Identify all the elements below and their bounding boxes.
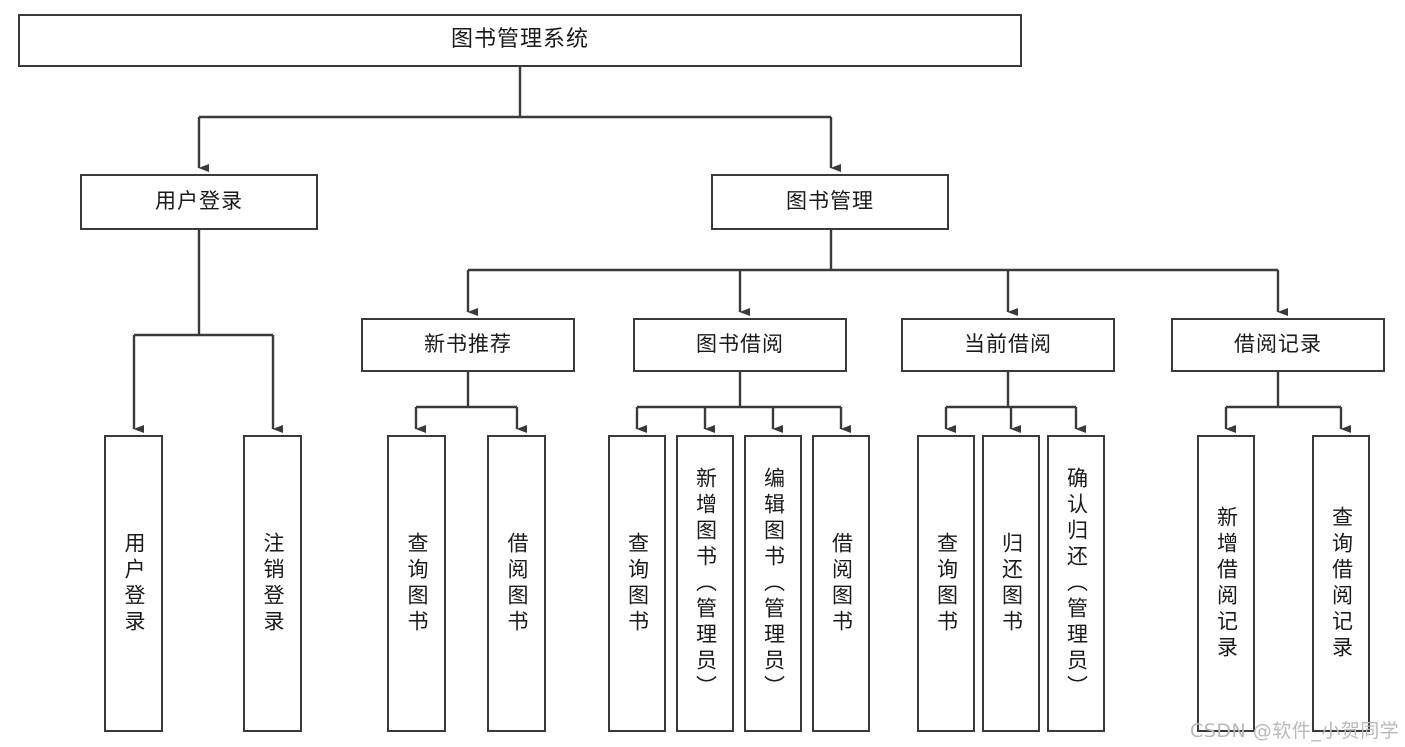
node-new-book-rec-label: 新书推荐 xyxy=(424,332,512,357)
node-book-manage-label: 图书管理 xyxy=(786,189,874,214)
leaf-borrow-book-1-label: 借阅图书 xyxy=(505,531,529,636)
leaf-add-book[interactable]: 新增图书（管理员） xyxy=(676,435,734,732)
leaf-query-book-3[interactable]: 查询图书 xyxy=(917,435,975,732)
leaf-query-book-1-label: 查询图书 xyxy=(405,531,429,636)
leaf-query-book-1[interactable]: 查询图书 xyxy=(387,435,446,732)
leaf-borrow-book-2-label: 借阅图书 xyxy=(829,531,854,636)
leaf-query-book-3-label: 查询图书 xyxy=(934,531,959,636)
leaf-user-login[interactable]: 用户登录 xyxy=(104,435,163,732)
node-borrow-record[interactable]: 借阅记录 xyxy=(1171,318,1385,372)
leaf-logout[interactable]: 注销登录 xyxy=(243,435,302,732)
leaf-query-book-2[interactable]: 查询图书 xyxy=(608,435,666,732)
node-user-login-label: 用户登录 xyxy=(155,189,243,214)
leaf-query-record-label: 查询借阅记录 xyxy=(1329,505,1354,662)
leaf-return-book-label: 归还图书 xyxy=(999,531,1024,636)
leaf-return-book[interactable]: 归还图书 xyxy=(982,435,1040,732)
node-book-borrow-label: 图书借阅 xyxy=(696,332,784,357)
node-root[interactable]: 图书管理系统 xyxy=(18,14,1022,67)
leaf-add-record-label: 新增借阅记录 xyxy=(1214,505,1239,662)
node-borrow-record-label: 借阅记录 xyxy=(1234,332,1322,357)
leaf-confirm-return[interactable]: 确认归还（管理员） xyxy=(1047,435,1105,732)
leaf-add-record[interactable]: 新增借阅记录 xyxy=(1197,435,1255,732)
leaf-confirm-return-label: 确认归还（管理员） xyxy=(1064,466,1089,701)
leaf-logout-label: 注销登录 xyxy=(261,531,285,636)
csdn-watermark: CSDN @软件_小贺同学 xyxy=(1190,720,1400,742)
leaf-query-book-2-label: 查询图书 xyxy=(625,531,650,636)
node-book-borrow[interactable]: 图书借阅 xyxy=(633,318,847,372)
leaf-borrow-book-2[interactable]: 借阅图书 xyxy=(812,435,870,732)
node-book-manage[interactable]: 图书管理 xyxy=(711,174,949,230)
leaf-add-book-label: 新增图书（管理员） xyxy=(693,466,718,701)
leaf-edit-book-label: 编辑图书（管理员） xyxy=(761,466,786,701)
node-user-login[interactable]: 用户登录 xyxy=(80,174,318,230)
node-current-borrow[interactable]: 当前借阅 xyxy=(901,318,1115,372)
leaf-user-login-label: 用户登录 xyxy=(122,531,146,636)
node-new-book-rec[interactable]: 新书推荐 xyxy=(361,318,575,372)
leaf-query-record[interactable]: 查询借阅记录 xyxy=(1312,435,1370,732)
leaf-edit-book[interactable]: 编辑图书（管理员） xyxy=(744,435,802,732)
node-root-label: 图书管理系统 xyxy=(450,27,589,53)
node-current-borrow-label: 当前借阅 xyxy=(964,332,1052,357)
leaf-borrow-book-1[interactable]: 借阅图书 xyxy=(487,435,546,732)
